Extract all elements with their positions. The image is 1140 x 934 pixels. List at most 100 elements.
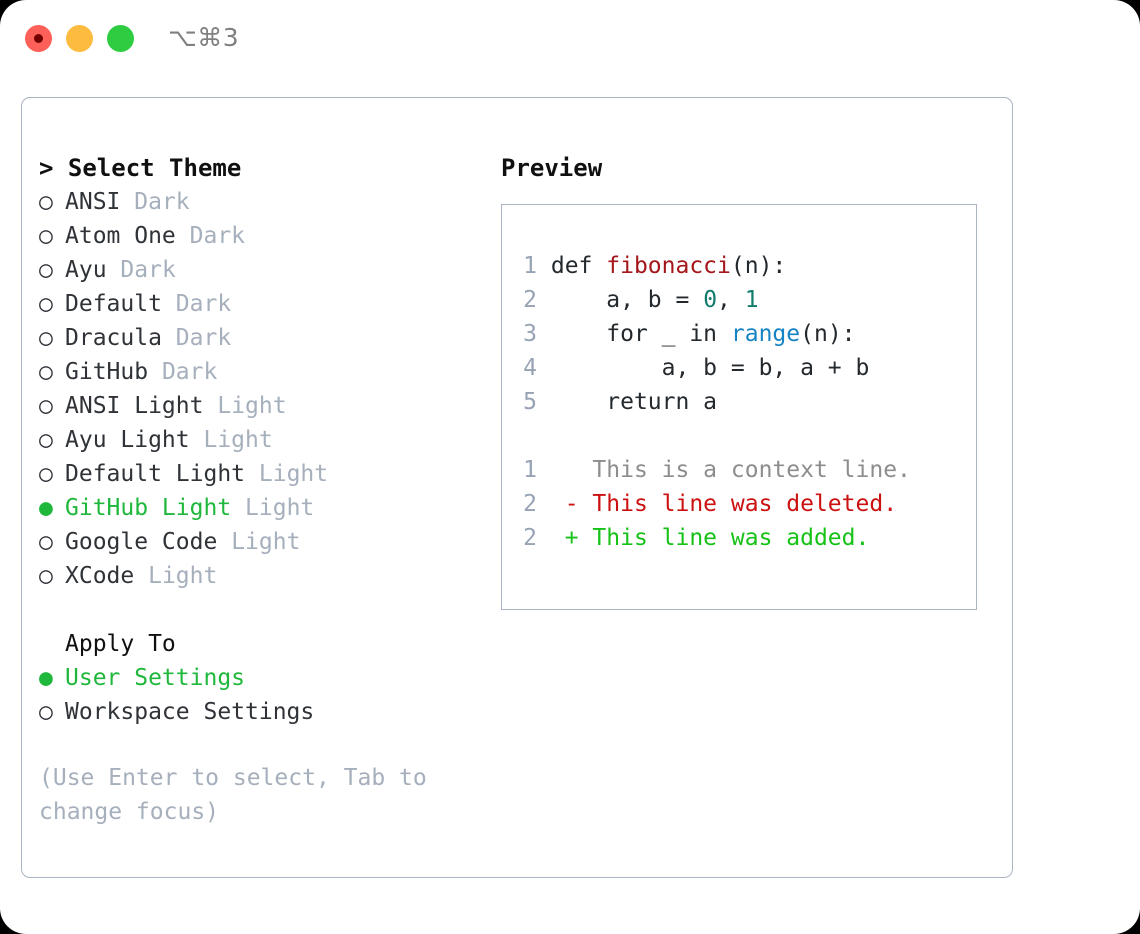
theme-option-github[interactable]: ○GitHub Dark: [39, 355, 489, 389]
theme-option-default-light[interactable]: ○Default Light Light: [39, 457, 489, 491]
theme-option-dracula[interactable]: ○ Dracula Dark: [39, 321, 489, 355]
apply-to-option-label: User Settings: [65, 665, 246, 691]
diff-text: This line was added.: [592, 525, 870, 551]
theme-variant-badge: Dark: [134, 189, 190, 215]
theme-option-label: ANSI: [65, 189, 121, 215]
keyboard-hint-text: (Use Enter to select, Tab to change focu…: [39, 765, 427, 825]
diff-line-ctx: 1 This is a context line.: [515, 453, 970, 487]
theme-variant-badge: Light: [217, 393, 287, 419]
keyboard-shortcut-label: ⌥⌘3: [168, 23, 240, 52]
theme-variant-badge: Dark: [189, 223, 246, 249]
radio-unselected-icon: ○: [39, 427, 53, 453]
line-number: 2: [523, 525, 537, 551]
line-number: 1: [523, 253, 537, 279]
diff-text: This line was deleted.: [592, 491, 898, 517]
code-token: range: [730, 321, 801, 347]
theme-option-label: Google Code: [65, 529, 218, 555]
line-number: 1: [523, 457, 537, 483]
theme-variant-badge: Light: [203, 427, 273, 453]
radio-unselected-icon: ○: [39, 257, 53, 283]
code-token: 0: [703, 287, 718, 313]
theme-option-ansi-light[interactable]: ○ANSI Light Light: [39, 389, 489, 423]
code-line: 5 return a: [515, 385, 970, 419]
theme-variant-badge: Dark: [175, 291, 232, 317]
radio-unselected-icon: ○: [39, 325, 53, 351]
theme-option-label: Ayu: [65, 257, 107, 283]
code-token: (n):: [730, 253, 787, 279]
select-theme-header: > Select Theme: [39, 154, 242, 182]
code-line: 2 a, b = 0, 1: [515, 283, 970, 317]
close-button[interactable]: [25, 25, 52, 52]
diff-marker: [565, 457, 593, 483]
diff-line-del: 2 - This line was deleted.: [515, 487, 970, 521]
maximize-button[interactable]: [107, 25, 134, 52]
theme-option-label: GitHub Light: [65, 495, 232, 521]
code-token: a, b = b, a + b: [550, 355, 870, 381]
theme-variant-badge: Light: [231, 529, 301, 555]
theme-option-label: Ayu Light: [65, 427, 190, 453]
theme-variant-badge: Light: [245, 495, 315, 521]
theme-option-atom-one[interactable]: ○Atom One Dark: [39, 219, 489, 253]
apply-to-label: Apply To: [65, 631, 176, 657]
theme-variant-badge: Dark: [120, 257, 176, 283]
theme-variant-badge: Light: [148, 563, 218, 589]
apply-to-option-label: Workspace Settings: [65, 699, 315, 725]
preview-title: Preview: [501, 154, 603, 182]
radio-unselected-icon: ○: [39, 291, 53, 317]
line-number: 2: [523, 287, 537, 313]
diff-line-add: 2 + This line was added.: [515, 521, 970, 555]
radio-unselected-icon: ○: [39, 189, 53, 215]
theme-option-label: GitHub: [65, 359, 149, 385]
theme-option-default[interactable]: ○ Default Dark: [39, 287, 489, 321]
minimize-button[interactable]: [66, 25, 93, 52]
line-number: 3: [523, 321, 537, 347]
diff-marker: -: [564, 491, 593, 517]
code-token: ,: [717, 287, 745, 313]
code-token: return a: [550, 389, 718, 415]
apply-to-option-user-settings[interactable]: ● User Settings: [39, 661, 489, 695]
main-panel: > Select Theme ○ANSI Dark○Atom One Dark○…: [21, 97, 1013, 878]
theme-variant-badge: Dark: [161, 359, 218, 385]
theme-option-label: ANSI Light: [65, 393, 204, 419]
line-number: 5: [523, 389, 537, 415]
radio-selected-icon: ●: [39, 495, 53, 521]
theme-option-label: Default Light: [65, 461, 246, 487]
code-line: 3 for _ in range(n):: [515, 317, 970, 351]
theme-option-ansi[interactable]: ○ ANSI Dark: [39, 185, 489, 219]
spacer: [515, 419, 970, 453]
radio-unselected-icon: ○: [39, 563, 53, 589]
title-bar: ⌥⌘3: [0, 0, 1140, 78]
apply-to-option-workspace-settings[interactable]: ○ Workspace Settings: [39, 695, 489, 729]
radio-selected-icon: ●: [39, 665, 53, 691]
code-token: fibonacci: [606, 253, 731, 279]
recording-indicator-icon: [34, 34, 43, 43]
code-line: 4 a, b = b, a + b: [515, 351, 970, 385]
line-number: 4: [523, 355, 537, 381]
theme-option-label: Dracula: [65, 325, 162, 351]
diff-sample: 1 This is a context line.2 - This line w…: [515, 453, 970, 555]
diff-marker: +: [564, 525, 593, 551]
radio-unselected-icon: ○: [39, 529, 53, 555]
radio-unselected-icon: ○: [39, 699, 53, 725]
theme-option-github-light[interactable]: ● GitHub Light Light: [39, 491, 489, 525]
theme-list[interactable]: ○ANSI Dark○Atom One Dark○Ayu Dark○Defaul…: [39, 185, 489, 593]
theme-variant-badge: Light: [258, 461, 329, 487]
preview-column: Preview 1 def fibonacci(n):2 a, b = 0, 1…: [501, 151, 991, 610]
theme-option-label: XCode: [65, 563, 135, 589]
theme-variant-badge: Dark: [175, 325, 232, 351]
code-token: def: [550, 253, 607, 279]
code-token: (n):: [800, 321, 856, 347]
code-token: 1: [744, 287, 759, 313]
apply-to-list[interactable]: ● User Settings ○ Workspace Settings: [39, 661, 489, 729]
theme-option-xcode[interactable]: ○ XCode Light: [39, 559, 489, 593]
diff-text: This is a context line.: [592, 457, 911, 483]
theme-option-ayu-light[interactable]: ○ Ayu Light Light: [39, 423, 489, 457]
theme-option-google-code[interactable]: ○ Google Code Light: [39, 525, 489, 559]
theme-option-label: Default: [65, 291, 162, 317]
theme-option-ayu[interactable]: ○ Ayu Dark: [39, 253, 489, 287]
code-line: 1 def fibonacci(n):: [515, 249, 970, 283]
